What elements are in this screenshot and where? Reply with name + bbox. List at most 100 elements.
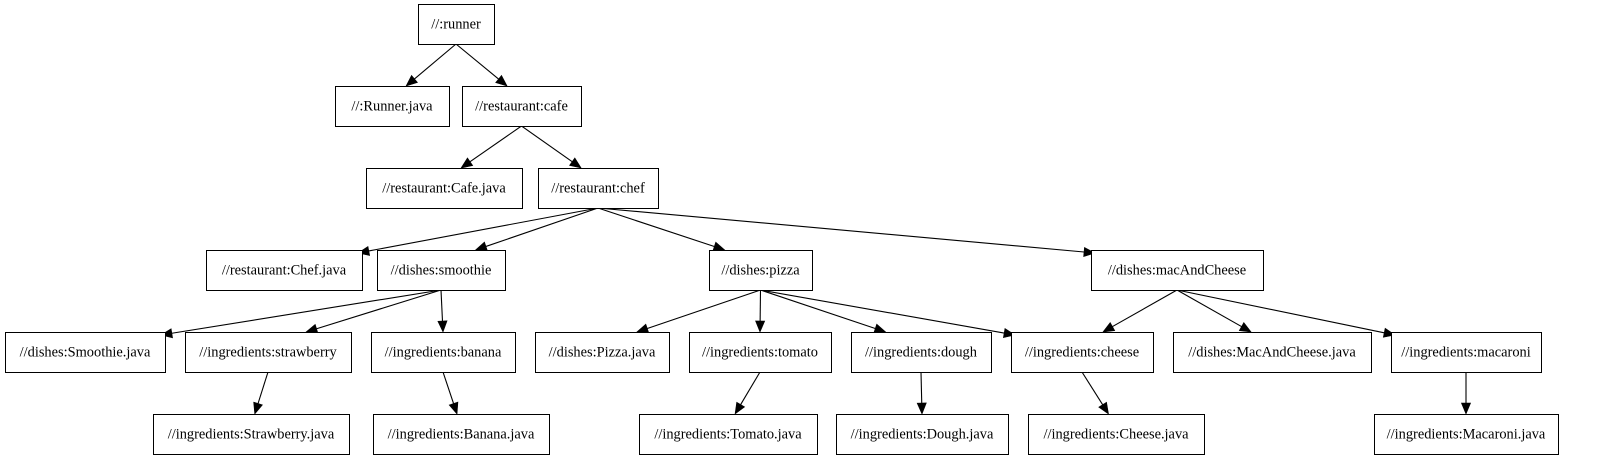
node-label: //dishes:Smoothie.java bbox=[20, 344, 151, 360]
graph-node-ing_dough[interactable]: //ingredients:dough bbox=[851, 332, 992, 373]
graph-node-ing_cheese[interactable]: //ingredients:cheese bbox=[1011, 332, 1154, 373]
node-label: //dishes:smoothie bbox=[391, 262, 492, 278]
edge-line bbox=[440, 289, 444, 322]
node-label: //restaurant:Cafe.java bbox=[382, 180, 506, 196]
node-box[interactable] bbox=[1173, 332, 1372, 373]
graph-node-dough_java[interactable]: //ingredients:Dough.java bbox=[836, 414, 1009, 455]
node-box[interactable] bbox=[377, 250, 506, 291]
edge-arrowhead bbox=[734, 401, 746, 415]
node-box[interactable] bbox=[462, 86, 582, 127]
node-box[interactable] bbox=[851, 332, 992, 373]
edge-arrowhead bbox=[1098, 401, 1109, 415]
graph-node-pizza_java[interactable]: //dishes:Pizza.java bbox=[535, 332, 670, 373]
edge-line bbox=[1176, 289, 1242, 328]
node-label: //ingredients:strawberry bbox=[199, 344, 337, 360]
graph-node-ing_banana[interactable]: //ingredients:banana bbox=[371, 332, 516, 373]
edge-arrowhead bbox=[495, 74, 508, 87]
node-box[interactable] bbox=[418, 4, 495, 45]
edge-arrowhead bbox=[437, 320, 448, 333]
edge-arrowhead bbox=[569, 157, 582, 169]
node-box[interactable] bbox=[709, 250, 813, 291]
edges-layer bbox=[160, 43, 1472, 415]
edge-line bbox=[521, 125, 573, 163]
edge-line bbox=[368, 207, 599, 252]
node-label: //restaurant:cafe bbox=[475, 98, 568, 114]
edge-line bbox=[1176, 289, 1385, 334]
nodes-layer: //:runner //:Runner.java //restaurant:cafe… bbox=[5, 4, 1559, 455]
node-box[interactable] bbox=[206, 250, 363, 291]
node-box[interactable] bbox=[1011, 332, 1154, 373]
edge-line bbox=[455, 43, 499, 80]
graph-node-dishes_pizza[interactable]: //dishes:pizza bbox=[709, 250, 813, 291]
node-box[interactable] bbox=[538, 168, 659, 209]
graph-node-chef_java[interactable]: //restaurant:Chef.java bbox=[206, 250, 363, 291]
graph-node-ing_macaroni[interactable]: //ingredients:macaroni bbox=[1391, 332, 1542, 373]
edge-arrowhead bbox=[916, 402, 927, 415]
node-box[interactable] bbox=[1374, 414, 1559, 455]
edge-line bbox=[597, 207, 1085, 253]
node-box[interactable] bbox=[1091, 250, 1264, 291]
graph-node-restaurant_cafe[interactable]: //restaurant:cafe bbox=[462, 86, 582, 127]
node-box[interactable] bbox=[366, 168, 523, 209]
node-box[interactable] bbox=[836, 414, 1009, 455]
node-box[interactable] bbox=[185, 332, 352, 373]
node-label: //dishes:MacAndCheese.java bbox=[1188, 344, 1356, 360]
edge-line bbox=[469, 125, 522, 163]
edge-arrowhead bbox=[712, 241, 726, 252]
graph-node-banana_java[interactable]: //ingredients:Banana.java bbox=[373, 414, 550, 455]
node-label: //restaurant:Chef.java bbox=[222, 262, 347, 278]
node-box[interactable] bbox=[335, 86, 450, 127]
edge-line bbox=[414, 43, 457, 80]
node-label: //dishes:macAndCheese bbox=[1108, 262, 1246, 278]
node-box[interactable] bbox=[535, 332, 670, 373]
graph-node-smoothie_java[interactable]: //dishes:Smoothie.java bbox=[5, 332, 166, 373]
edge-line bbox=[1081, 371, 1104, 405]
edge-arrowhead bbox=[448, 401, 459, 415]
graph-node-cheese_java[interactable]: //ingredients:Cheese.java bbox=[1028, 414, 1205, 455]
node-box[interactable] bbox=[689, 332, 832, 373]
edge-arrowhead bbox=[1102, 322, 1116, 333]
graph-node-ing_tomato[interactable]: //ingredients:tomato bbox=[689, 332, 832, 373]
graph-node-restaurant_chef[interactable]: //restaurant:chef bbox=[538, 168, 659, 209]
edge-line bbox=[257, 371, 269, 404]
edge-line bbox=[171, 289, 442, 334]
graph-node-tomato_java[interactable]: //ingredients:Tomato.java bbox=[639, 414, 818, 455]
edge-line bbox=[316, 289, 442, 330]
edge-line bbox=[760, 289, 1005, 334]
node-box[interactable] bbox=[1028, 414, 1205, 455]
node-box[interactable] bbox=[371, 332, 516, 373]
graph-node-runner_java[interactable]: //:Runner.java bbox=[335, 86, 450, 127]
graph-node-cafe_java[interactable]: //restaurant:Cafe.java bbox=[366, 168, 523, 209]
edge-line bbox=[740, 371, 761, 405]
edge-arrowhead bbox=[1083, 246, 1096, 258]
node-box[interactable] bbox=[1391, 332, 1542, 373]
node-label: //dishes:Pizza.java bbox=[549, 344, 656, 360]
graph-node-ing_strawberry[interactable]: //ingredients:strawberry bbox=[185, 332, 352, 373]
node-label: //ingredients:banana bbox=[385, 344, 502, 360]
node-label: //ingredients:dough bbox=[865, 344, 977, 360]
edge-arrowhead bbox=[460, 157, 474, 169]
edge-line bbox=[442, 371, 455, 404]
edge-arrowhead bbox=[755, 320, 766, 333]
graph-node-strawberry_java[interactable]: //ingredients:Strawberry.java bbox=[153, 414, 350, 455]
node-box[interactable] bbox=[5, 332, 166, 373]
edge-arrowhead bbox=[305, 323, 319, 334]
graph-node-dishes_smoothie[interactable]: //dishes:smoothie bbox=[377, 250, 506, 291]
graph-node-macandcheese_java[interactable]: //dishes:MacAndCheese.java bbox=[1173, 332, 1372, 373]
edge-line bbox=[1112, 289, 1178, 328]
graph-node-macaroni_java[interactable]: //ingredients:Macaroni.java bbox=[1374, 414, 1559, 455]
node-label: //ingredients:Cheese.java bbox=[1043, 426, 1189, 442]
node-box[interactable] bbox=[153, 414, 350, 455]
edge-arrowhead bbox=[1460, 402, 1472, 415]
node-label: //ingredients:Banana.java bbox=[388, 426, 535, 442]
edge-arrowhead bbox=[405, 74, 418, 87]
graph-node-runner[interactable]: //:runner bbox=[418, 4, 495, 45]
node-box[interactable] bbox=[373, 414, 550, 455]
node-label: //:Runner.java bbox=[351, 98, 433, 114]
node-box[interactable] bbox=[639, 414, 818, 455]
edge-arrowhead bbox=[636, 323, 650, 334]
edge-line bbox=[597, 207, 715, 248]
node-label: //ingredients:Strawberry.java bbox=[168, 426, 335, 442]
graph-node-dishes_macandcheese[interactable]: //dishes:macAndCheese bbox=[1091, 250, 1264, 291]
